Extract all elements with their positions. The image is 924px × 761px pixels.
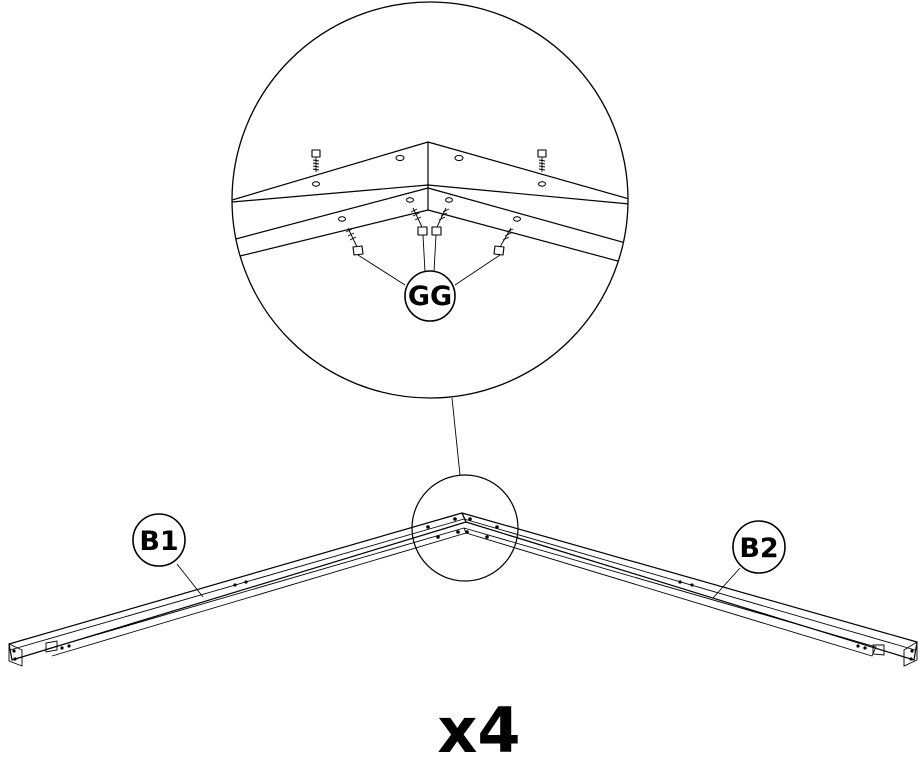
right-beam	[461, 512, 918, 661]
left-beam-callout-bubble	[132, 513, 186, 567]
joint-detail-circle	[411, 474, 519, 582]
fastener-callout-label: GG	[408, 281, 452, 312]
bolt-icon	[493, 227, 514, 256]
bolt-icon	[410, 207, 428, 236]
corner-joint-detail	[232, 141, 628, 286]
left-beam-callout-label: B1	[139, 526, 178, 557]
frame-beams	[8, 512, 918, 667]
right-beam-callout-label: B2	[739, 533, 778, 564]
quantity-label: x4	[437, 694, 520, 761]
right-beam-callout-bubble	[732, 520, 786, 574]
bolt-icon	[431, 207, 450, 236]
bolt-icon	[311, 149, 321, 172]
detail-connector-line	[451, 397, 461, 476]
detail-circle	[231, 1, 629, 399]
detail-magnifier: GG	[231, 1, 629, 399]
left-beam-callout: B1	[132, 513, 204, 598]
fastener-callout-bubble	[404, 270, 456, 322]
left-beam	[8, 512, 467, 661]
right-beam-callout: B2	[712, 520, 786, 599]
bolt-icon	[345, 227, 364, 256]
bolt-icon	[537, 149, 547, 172]
